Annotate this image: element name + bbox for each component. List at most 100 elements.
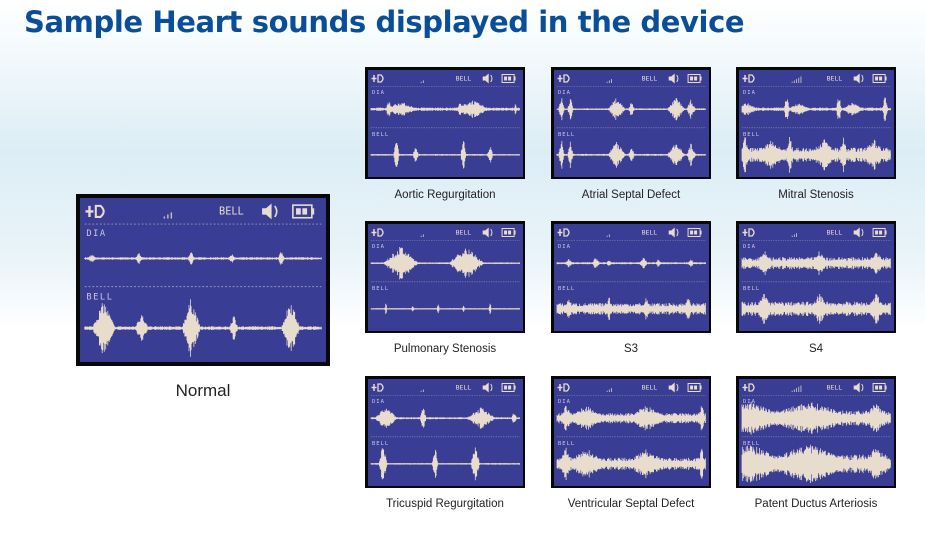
waveform-bottom bbox=[556, 447, 706, 480]
device-screen: BELL DIA BELL bbox=[551, 376, 711, 488]
device-screen: BELL DIA BELL bbox=[551, 67, 711, 179]
screen-background bbox=[553, 69, 709, 177]
mode-label: BELL bbox=[455, 228, 471, 236]
channel-label-bottom: BELL bbox=[743, 131, 760, 137]
speaker-icon bbox=[668, 227, 678, 237]
heart-plus-icon bbox=[85, 204, 105, 218]
speaker-icon bbox=[482, 227, 492, 237]
battery-icon bbox=[872, 73, 887, 83]
sample-caption: Normal bbox=[175, 381, 231, 400]
sample-caption: Aortic Regurgitation bbox=[394, 189, 496, 201]
waveform-bottom bbox=[84, 299, 322, 357]
waveform-top bbox=[741, 97, 891, 121]
speaker-icon bbox=[668, 382, 678, 392]
mode-label: BELL bbox=[455, 383, 471, 391]
heart-plus-icon bbox=[371, 382, 384, 392]
device-status-bar: BELL bbox=[371, 227, 516, 237]
signal-indicator bbox=[791, 232, 797, 237]
heart-plus-icon bbox=[557, 227, 570, 237]
signal-indicator bbox=[791, 385, 801, 392]
speaker-icon bbox=[853, 382, 863, 392]
battery-icon bbox=[501, 73, 516, 83]
signal-indicator bbox=[163, 212, 172, 219]
heart-plus-icon bbox=[557, 73, 570, 83]
speaker-icon bbox=[668, 73, 678, 83]
mode-label: BELL bbox=[219, 206, 244, 218]
waveform-bottom bbox=[741, 136, 891, 173]
sample-caption: Mitral Stenosis bbox=[778, 189, 854, 201]
speaker-icon bbox=[482, 382, 492, 392]
device-status-bar: BELL bbox=[557, 382, 702, 392]
sample-caption: Atrial Septal Defect bbox=[581, 189, 681, 201]
heart-plus-icon bbox=[371, 73, 384, 83]
channel-label-bottom: BELL bbox=[743, 440, 760, 446]
heart-plus-icon bbox=[742, 227, 755, 237]
heart-plus-icon bbox=[557, 382, 570, 392]
sample-panel: BELL DIA BELL Ventricular Septal Defect bbox=[551, 376, 711, 518]
speaker-icon bbox=[853, 73, 863, 83]
sample-caption: S4 bbox=[808, 343, 824, 355]
battery-icon bbox=[687, 382, 702, 392]
mode-label: BELL bbox=[641, 74, 657, 82]
sample-caption: S3 bbox=[623, 343, 639, 355]
screen-background bbox=[553, 223, 709, 331]
waveform-top bbox=[370, 406, 520, 429]
mode-label: BELL bbox=[455, 74, 471, 82]
channel-label-bottom: BELL bbox=[743, 285, 760, 291]
heart-plus-icon bbox=[371, 227, 384, 237]
channel-label-top: DIA bbox=[372, 399, 385, 405]
device-status-bar: BELL bbox=[85, 203, 315, 220]
channel-label-top: DIA bbox=[743, 399, 756, 405]
channel-label-top: DIA bbox=[372, 90, 385, 96]
mode-label: BELL bbox=[641, 383, 657, 391]
signal-indicator bbox=[606, 233, 610, 237]
mode-label: BELL bbox=[826, 383, 842, 391]
heart-plus-icon bbox=[742, 382, 755, 392]
battery-icon bbox=[292, 204, 315, 219]
speaker-icon bbox=[262, 203, 278, 220]
channel-label-bottom: BELL bbox=[558, 440, 575, 446]
waveform-top bbox=[370, 100, 520, 118]
device-status-bar: BELL bbox=[742, 227, 887, 237]
waveform-bottom bbox=[556, 140, 706, 169]
device-screen: BELL DIA BELL bbox=[736, 67, 896, 179]
waveform-top bbox=[370, 246, 520, 279]
sample-panel: BELL DIA BELL Atrial Septal Defect bbox=[551, 67, 711, 209]
device-status-bar: BELL bbox=[742, 73, 887, 83]
sample-panel: BELL DIA BELL Mitral Stenosis bbox=[736, 67, 896, 209]
waveform-bottom bbox=[370, 303, 520, 314]
waveform-top bbox=[741, 250, 891, 275]
mode-label: BELL bbox=[641, 228, 657, 236]
waveform-bottom bbox=[741, 293, 891, 324]
battery-icon bbox=[501, 382, 516, 392]
channel-label-top: DIA bbox=[558, 399, 571, 405]
channel-label-bottom: BELL bbox=[558, 285, 575, 291]
device-status-bar: BELL bbox=[557, 227, 702, 237]
battery-icon bbox=[501, 227, 516, 237]
device-status-bar: BELL bbox=[742, 382, 887, 392]
speaker-icon bbox=[482, 73, 492, 83]
signal-indicator bbox=[420, 233, 424, 237]
sample-caption: Ventricular Septal Defect bbox=[567, 498, 695, 510]
battery-icon bbox=[687, 73, 702, 83]
channel-label-top: DIA bbox=[558, 90, 571, 96]
channel-label-top: DIA bbox=[86, 229, 106, 239]
waveform-bottom bbox=[370, 140, 520, 168]
page-title: Sample Heart sounds displayed in the dev… bbox=[24, 5, 745, 39]
channel-label-bottom: BELL bbox=[558, 131, 575, 137]
channel-label-top: DIA bbox=[743, 90, 756, 96]
sample-caption: Pulmonary Stenosis bbox=[393, 343, 497, 355]
signal-indicator bbox=[606, 387, 612, 392]
sample-caption: Patent Ductus Arteriosis bbox=[754, 498, 878, 510]
battery-icon bbox=[872, 227, 887, 237]
